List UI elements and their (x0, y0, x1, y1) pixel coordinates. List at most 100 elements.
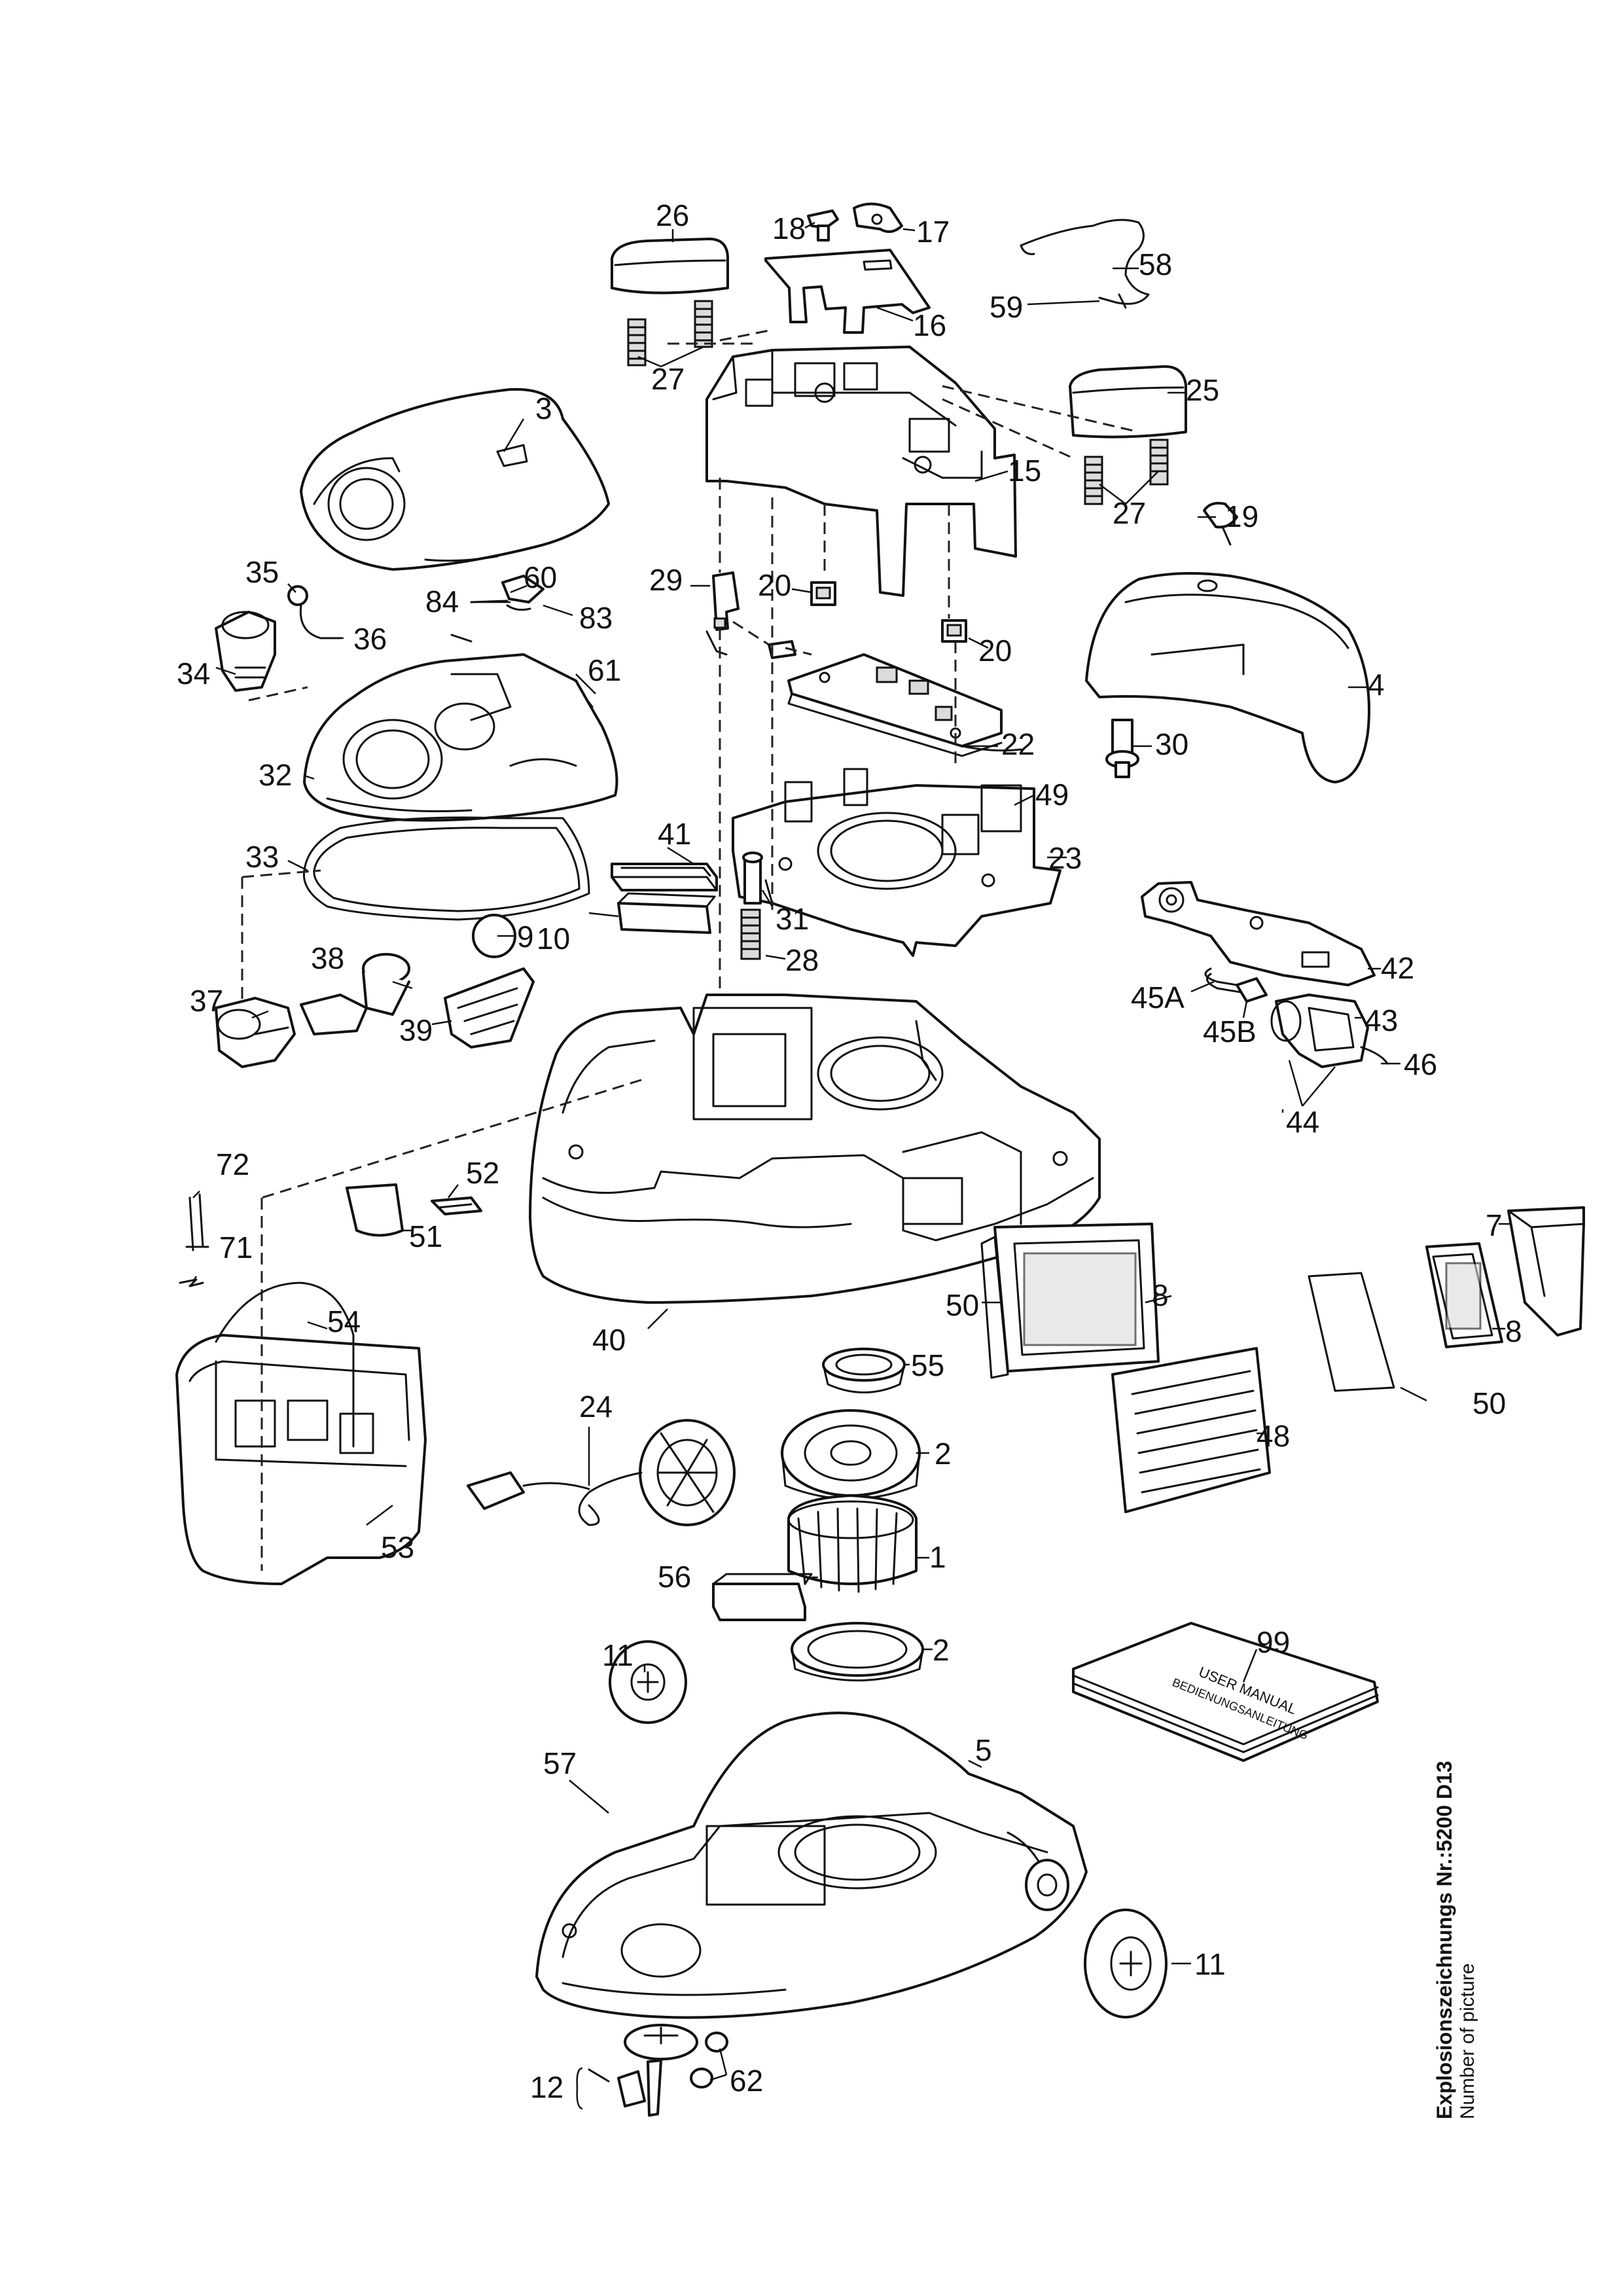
callout-5: 5 (975, 1733, 992, 1767)
callout-15: 15 (1008, 454, 1041, 488)
callout-1: 1 (929, 1540, 946, 1574)
callout-32: 32 (259, 758, 292, 792)
caption-subtitle: Number of picture (1457, 1964, 1478, 2119)
part-19-connector (1203, 501, 1238, 546)
part-11-wheel-right (1084, 1909, 1168, 2018)
part-39-grille (444, 967, 535, 1049)
callout-49: 49 (1035, 778, 1069, 812)
callout-36: 36 (353, 622, 387, 656)
callout-29: 29 (649, 563, 683, 597)
part-50-filter-gasket-right (1308, 1272, 1395, 1392)
callout-56: 56 (658, 1560, 691, 1594)
callout-23: 23 (1048, 841, 1082, 875)
part-17-latch (853, 202, 903, 233)
callout-57: 57 (543, 1746, 577, 1780)
part-10-filter-pad (617, 892, 716, 934)
part-30-knob (1105, 719, 1139, 778)
part-22-circuit-board (787, 653, 1022, 757)
part-15-upper-housing (705, 346, 1017, 597)
part-54-handle (215, 1282, 355, 1448)
part-27-springs-left (627, 300, 713, 367)
callout-22: 22 (1001, 727, 1035, 761)
callout-52: 52 (466, 1156, 499, 1190)
part-58-handle-wire (1020, 219, 1150, 309)
callout-9: 9 (517, 920, 534, 954)
callout-27-right: 27 (1113, 496, 1146, 530)
part-26-button-cap (611, 238, 729, 295)
part-38-connector (300, 953, 410, 1035)
part-99-manual: USER MANUAL BEDIENUNGSANLEITUNG (1072, 1622, 1379, 1762)
callout-39: 39 (399, 1013, 433, 1047)
part-16-slider-plate (764, 249, 931, 334)
callout-2-upper: 2 (935, 1437, 952, 1471)
callout-19: 19 (1225, 499, 1258, 533)
assembly-dashed-lines (241, 329, 1139, 1571)
part-27-springs-right (1084, 439, 1169, 505)
callout-33: 33 (245, 840, 279, 874)
callout-25: 25 (1186, 373, 1219, 407)
callout-31: 31 (776, 902, 809, 936)
callout-10: 10 (537, 922, 570, 956)
callout-11-left: 11 (602, 1638, 633, 1672)
part-62-bushing (690, 2032, 728, 2089)
part-71-spring (179, 1278, 204, 1287)
part-53-tank (175, 1334, 427, 1585)
callout-51: 51 (409, 1219, 442, 1253)
callout-59: 59 (990, 290, 1023, 324)
callout-leader-lines (192, 221, 1512, 2110)
part-43-pump (1270, 994, 1389, 1068)
callout-12: 12 (530, 2070, 563, 2104)
part-42-bracket (1141, 881, 1376, 986)
callout-8-right: 8 (1505, 1314, 1522, 1348)
part-33-gasket (302, 816, 590, 921)
callout-7: 7 (1486, 1208, 1503, 1242)
part-2-lower-ring (791, 1622, 924, 1681)
callout-numbers: 26 18 17 16 58 59 27 25 3 15 27 19 35 36… (177, 198, 1522, 2104)
part-7-filter-holder (1507, 1206, 1585, 1336)
callout-45b: 45B (1203, 1014, 1257, 1049)
part-41-filter-pad (611, 863, 718, 891)
callout-41: 41 (658, 817, 691, 851)
part-51-cover (346, 1183, 404, 1237)
part-29-switch (705, 571, 740, 656)
part-2-motor-cap (781, 1409, 921, 1500)
callout-4: 4 (1368, 668, 1385, 702)
callout-43: 43 (1364, 1003, 1398, 1037)
callout-28: 28 (785, 943, 819, 977)
part-20-switch-b (941, 619, 967, 643)
part-52-clip (431, 1196, 482, 1215)
callout-3: 3 (535, 391, 552, 425)
caption-title: Explosionszeichnungs Nr.:5200 D13 (1433, 1761, 1456, 2119)
callout-26: 26 (656, 198, 689, 232)
part-72-clip (185, 1193, 209, 1251)
part-5-base (535, 1712, 1088, 2019)
part-40-main-body (529, 994, 1101, 1304)
callout-16: 16 (913, 308, 946, 342)
callout-58: 58 (1139, 247, 1172, 281)
part-connector-small (768, 640, 796, 659)
callout-27-left: 27 (651, 362, 685, 396)
callout-55: 55 (911, 1348, 944, 1382)
part-35-36-tube (287, 585, 342, 639)
callout-38: 38 (311, 941, 344, 975)
part-24-cable-reel (467, 1419, 736, 1526)
callout-24: 24 (579, 1390, 613, 1424)
part-45-hose (1204, 967, 1268, 1003)
callout-2-lower: 2 (933, 1633, 950, 1667)
part-4-side-cover (1085, 572, 1370, 783)
callout-48: 48 (1257, 1419, 1290, 1453)
callout-84: 84 (425, 584, 459, 619)
callout-60: 60 (524, 560, 557, 594)
callout-99: 99 (1257, 1625, 1290, 1659)
callout-34: 34 (177, 656, 210, 691)
callout-17: 17 (916, 215, 950, 249)
callout-18: 18 (772, 211, 806, 245)
callout-61: 61 (588, 653, 621, 687)
callout-83: 83 (579, 601, 613, 635)
part-55-ring (822, 1348, 906, 1393)
callout-54: 54 (327, 1304, 361, 1338)
part-32-tray (303, 653, 618, 822)
callout-45a: 45A (1131, 980, 1185, 1014)
